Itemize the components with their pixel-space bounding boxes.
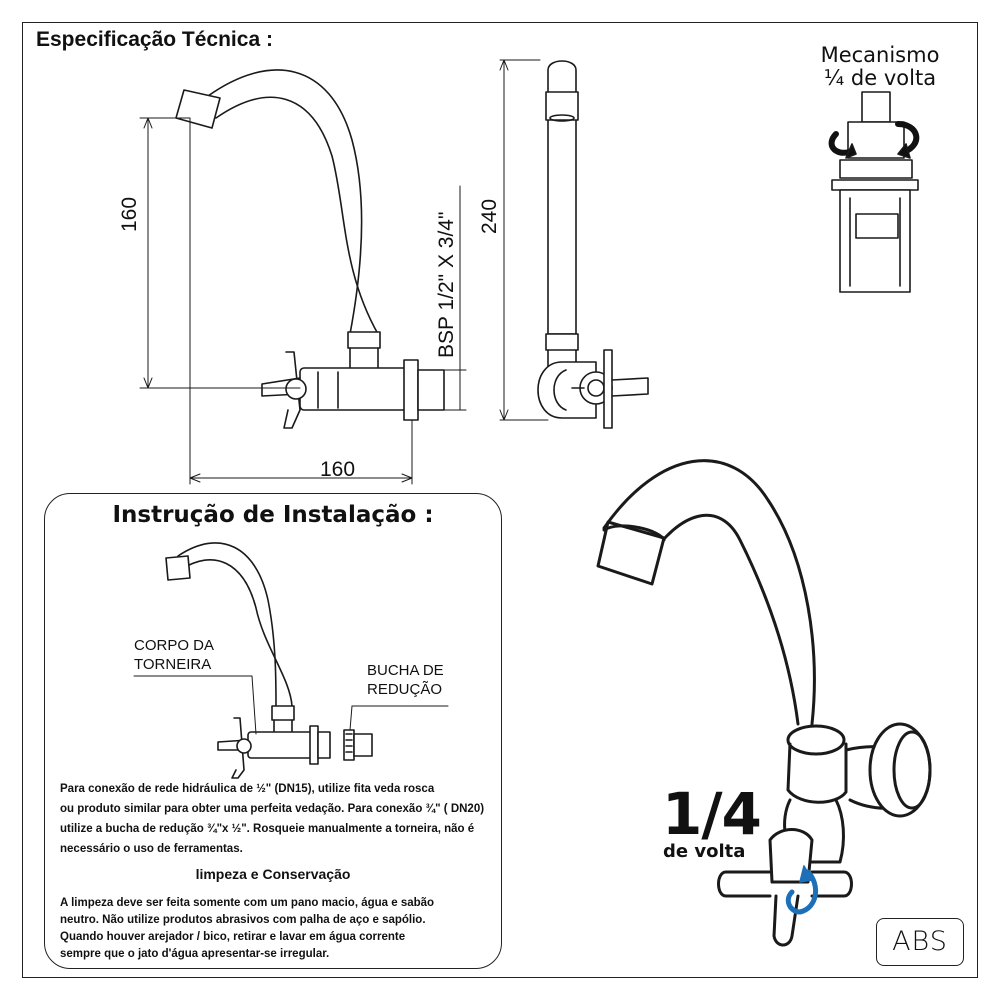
label-faucet-body-line2: TORNEIRA — [134, 656, 212, 673]
thread-spec-label: BSP 1/2" X 3/4" — [435, 211, 458, 358]
dimension-width-bottom: 160 — [320, 458, 356, 481]
cleaning-line: A limpeza deve ser feita somente com um … — [60, 897, 435, 909]
technical-spec-title: Especificação Técnica : — [36, 28, 273, 51]
mechanism-label-line1: Mecanismo — [820, 43, 940, 67]
mechanism-label-line2: ¼ de volta — [823, 66, 937, 90]
side-view-faucet — [537, 60, 649, 429]
installation-title: Instrução de Instalação : — [112, 502, 434, 528]
label-faucet-body: CORPO DA TORNEIRA — [134, 636, 214, 674]
installation-panel — [44, 493, 502, 969]
mechanism-cartridge — [831, 91, 919, 293]
abs-material-badge: ABS — [876, 918, 964, 966]
paragraph-line: utilize a bucha de redução ¾"x ½". Rosqu… — [60, 823, 475, 835]
front-dimension-lines — [139, 117, 467, 485]
cleaning-line: sempre que o jato d'água apresentar-se i… — [60, 948, 330, 960]
rotation-arrow-icon — [828, 121, 920, 159]
paragraph-line: Para conexão de rede hidráulica de ½" (D… — [60, 783, 435, 795]
cleaning-line: Quando houver arejador / bico, retirar e… — [60, 931, 406, 943]
label-bushing-line2: REDUÇÃO — [367, 681, 443, 698]
installation-leader-lines — [133, 675, 449, 735]
label-reduction-bushing: BUCHA DE REDUÇÃO — [367, 661, 444, 699]
page-frame — [22, 22, 978, 978]
quarter-turn-label: 1/4 — [662, 780, 762, 848]
quarter-turn-sublabel: de volta — [663, 841, 746, 862]
water-drop-icon — [785, 865, 818, 915]
front-view-faucet — [175, 69, 445, 429]
dimension-height-side: 240 — [478, 198, 501, 234]
installation-paragraph: Para conexão de rede hidráulica de ½" (D… — [60, 779, 496, 859]
product-faucet — [596, 459, 932, 947]
installation-faucet — [165, 542, 373, 779]
cleaning-line: neutro. Não utilize produtos abrasivos c… — [60, 914, 426, 926]
cleaning-title: limpeza e Conservação — [195, 866, 351, 882]
mechanism-label: Mecanismo ¼ de volta — [810, 44, 950, 90]
paragraph-line: necessário o uso de ferramentas. — [60, 843, 243, 855]
label-faucet-body-line1: CORPO DA — [134, 637, 215, 654]
cleaning-paragraph: A limpeza deve ser feita somente com um … — [60, 895, 496, 963]
side-dimension-lines — [499, 59, 549, 421]
paragraph-line: ou produto similar para obter uma perfei… — [60, 803, 485, 815]
dimension-height-left: 160 — [118, 196, 141, 232]
label-bushing-line1: BUCHA DE — [367, 662, 444, 679]
